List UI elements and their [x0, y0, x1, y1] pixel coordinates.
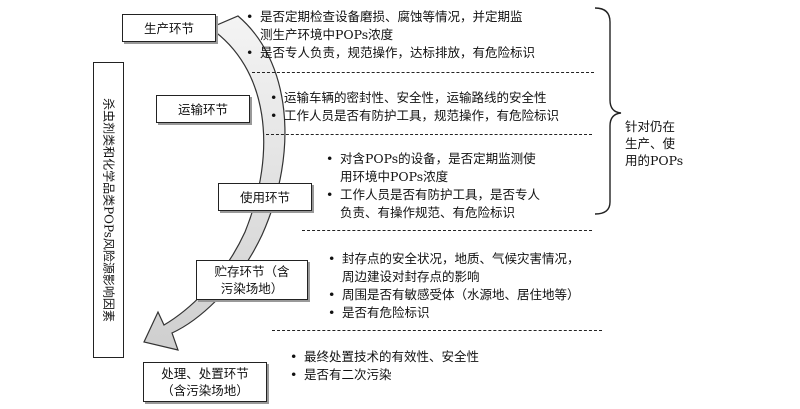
- stage-box-production: 生产环节: [122, 14, 216, 42]
- list-item: 最终处置技术的有效性、安全性: [290, 348, 590, 366]
- stage-label-disposal-line2: （含污染场地）: [161, 383, 249, 398]
- summary-line: 用的POPs: [625, 153, 684, 168]
- right-curly-brace: [594, 7, 622, 215]
- list-item: 工作人员是否有防护工具，是否专人 负责、有操作规范、有危险标识: [326, 186, 596, 222]
- stage-box-storage: 贮存环节（含 污染场地）: [196, 260, 308, 300]
- dashed-divider: [302, 230, 592, 231]
- bullets-storage: 封存点的安全状况，地质、气候灾害情况， 周边建设对封存点的影响 周围是否有敏感受…: [328, 250, 598, 322]
- bullets-disposal: 最终处置技术的有效性、安全性 是否有二次污染: [290, 348, 590, 384]
- list-item: 是否专人负责，规范操作，达标排放，有危险标识: [246, 44, 586, 62]
- brace-summary: 针对仍在 生产、使 用的POPs: [625, 118, 705, 169]
- stage-label-storage-line2: 污染场地）: [220, 281, 284, 296]
- stage-label-production: 生产环节: [143, 20, 194, 36]
- list-item: 封存点的安全状况，地质、气候灾害情况， 周边建设对封存点的影响: [328, 250, 598, 286]
- bullets-production: 是否定期检查设备磨损、腐蚀等情况，并定期监 测生产环境中POPs浓度 是否专人负…: [246, 8, 586, 62]
- dashed-divider: [252, 72, 594, 73]
- summary-line: 生产、使: [625, 136, 676, 151]
- list-item: 周围是否有敏感受体（水源地、居住地等）: [328, 286, 598, 304]
- summary-line: 针对仍在: [625, 119, 676, 134]
- bullets-transport: 运输车辆的密封性、安全性，运输路线的安全性 工作人员是否有防护工具，规范操作，有…: [270, 89, 600, 125]
- bullets-usage: 对含POPs的设备，是否定期监测使 用环境中POPs浓度 工作人员是否有防护工具…: [326, 150, 596, 222]
- dashed-divider: [272, 330, 602, 331]
- list-item: 运输车辆的密封性、安全性，运输路线的安全性: [270, 89, 600, 107]
- list-item: 是否有二次污染: [290, 366, 590, 384]
- list-item: 是否定期检查设备磨损、腐蚀等情况，并定期监 测生产环境中POPs浓度: [246, 8, 586, 44]
- side-label-text: 杀虫剂类和化学品类POPs风险源影响因素: [101, 98, 115, 322]
- list-item: 对含POPs的设备，是否定期监测使 用环境中POPs浓度: [326, 150, 596, 186]
- dashed-divider: [266, 134, 592, 135]
- stage-box-transport: 运输环节: [156, 95, 250, 123]
- list-item: 工作人员是否有防护工具，规范操作，有危险标识: [270, 107, 600, 125]
- stage-label-transport: 运输环节: [177, 101, 228, 117]
- stage-box-disposal: 处理、处置环节 （含污染场地）: [143, 362, 267, 402]
- stage-box-usage: 使用环节: [218, 183, 312, 211]
- list-item: 是否有危险标识: [328, 304, 598, 322]
- stage-label-disposal-line1: 处理、处置环节: [161, 366, 249, 381]
- stage-label-usage: 使用环节: [239, 189, 290, 205]
- stage-label-storage-line1: 贮存环节（含: [214, 264, 290, 279]
- side-label-box: 杀虫剂类和化学品类POPs风险源影响因素: [93, 62, 124, 358]
